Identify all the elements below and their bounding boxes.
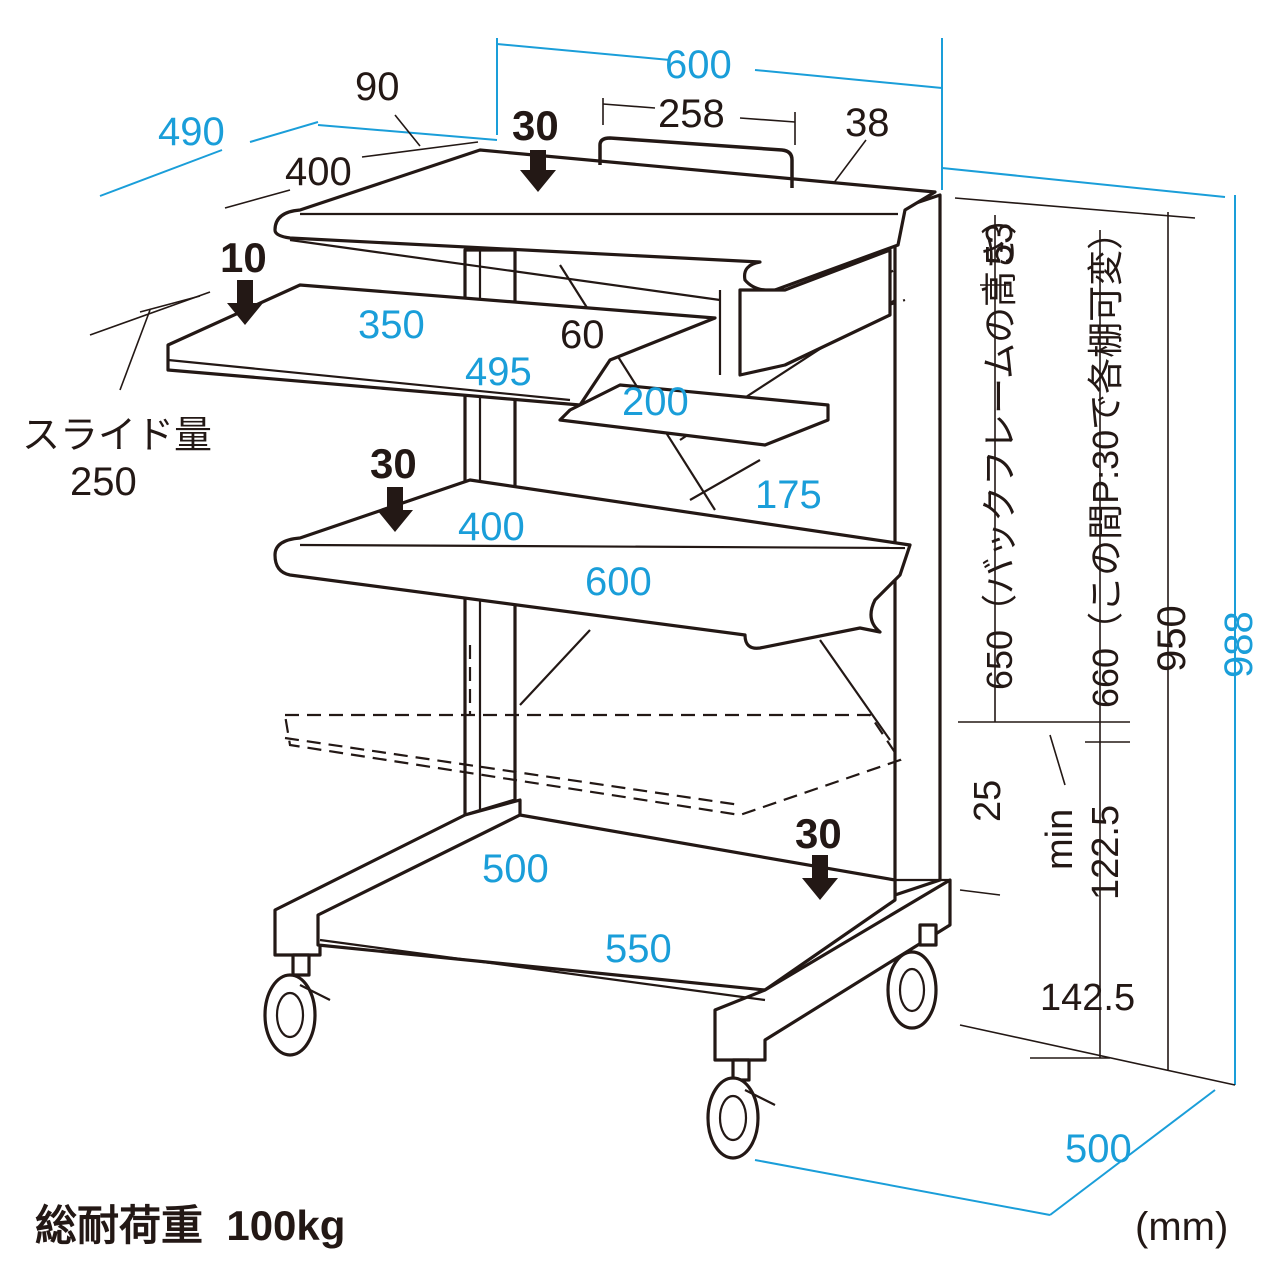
dim-bottom-depth-500: 500 xyxy=(482,847,549,891)
dim-base-depth-500: 500 xyxy=(1065,1127,1132,1171)
dim-mid-width-600: 600 xyxy=(585,560,652,604)
dim-handle-258: 258 xyxy=(658,92,725,136)
caster-back-right xyxy=(886,923,938,1030)
dim-h-53: 53 xyxy=(979,223,1021,265)
footer: 総耐荷重 100kg (mm) xyxy=(35,1202,1228,1249)
dim-offset-90: 90 xyxy=(355,65,400,109)
dim-gap-60: 60 xyxy=(560,313,605,357)
dim-depth-490: 490 xyxy=(158,110,225,154)
down-arrow-icon xyxy=(227,280,263,325)
dim-slide-width-495: 495 xyxy=(465,350,532,394)
dim-slide-ext-175: 175 xyxy=(755,473,822,517)
dim-top-depth-400: 400 xyxy=(285,150,352,194)
dim-h-660: 660（この間P:30で各棚可変） xyxy=(1085,214,1126,708)
dim-mid-depth-400: 400 xyxy=(458,505,525,549)
cart-structure xyxy=(166,136,952,1160)
dim-slide-ext-200: 200 xyxy=(622,380,689,424)
caster-front-right xyxy=(706,1058,776,1160)
dim-slide-depth-350: 350 xyxy=(358,303,425,347)
dim-width-600: 600 xyxy=(665,43,732,87)
slide-amount-label: スライド量 xyxy=(22,415,212,457)
load-top-30: 30 xyxy=(512,102,559,149)
caster-front-left xyxy=(263,953,331,1057)
dim-offset-38: 38 xyxy=(845,101,890,145)
dim-h-1425: 142.5 xyxy=(1040,977,1135,1019)
unit-label: (mm) xyxy=(1135,1205,1228,1249)
load-slide-10: 10 xyxy=(220,234,267,281)
dim-h-950: 950 xyxy=(1150,605,1194,672)
dim-min-label: min xyxy=(1039,809,1081,870)
load-arrows xyxy=(227,150,838,900)
dim-h-25: 25 xyxy=(967,780,1009,822)
down-arrow-icon xyxy=(802,855,838,900)
down-arrow-icon xyxy=(520,150,556,192)
dim-h-988: 988 xyxy=(1217,611,1261,678)
down-arrow-icon xyxy=(377,487,413,532)
dim-h-1225: 122.5 xyxy=(1085,805,1127,900)
dim-h-650: 650（バックフレームの高さ） xyxy=(979,199,1020,690)
slide-amount-250: 250 xyxy=(70,460,137,504)
dimension-labels: 600 258 38 490 90 400 30 10 350 495 60 ス… xyxy=(22,43,1261,1171)
dim-bottom-width-550: 550 xyxy=(605,927,672,971)
total-load-label: 総耐荷重 100kg xyxy=(35,1202,345,1249)
load-bottom-30: 30 xyxy=(795,810,842,857)
dimension-lines xyxy=(89,38,1236,1216)
load-mid-30: 30 xyxy=(370,440,417,487)
